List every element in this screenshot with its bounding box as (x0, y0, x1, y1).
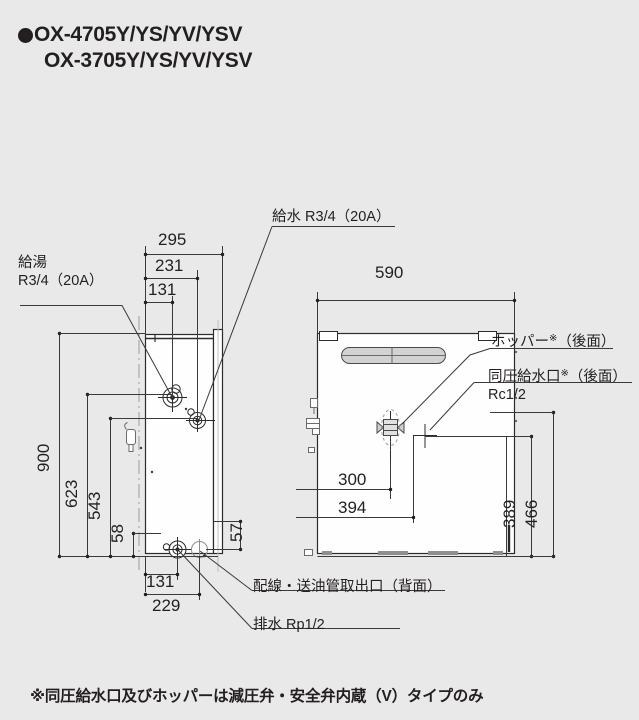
dim-side-466: 466 (522, 499, 541, 528)
label-hopper-mark: ※ (549, 333, 558, 344)
label-wiring-oil-pipe-outlet: 配線・送油管取出口（背面） (253, 579, 442, 595)
dim-front-295: 295 (158, 230, 187, 249)
front-control-icon (124, 422, 143, 452)
dim-side-300: 300 (338, 470, 367, 489)
model-number-primary: OX-4705Y/YS/YV/YSV (34, 23, 243, 46)
front-view-leaders (20, 226, 445, 629)
front-view-dimensions (57, 246, 243, 600)
hopper-inlet-valve (376, 409, 405, 460)
label-drain: 排水 Rp1/2 (253, 617, 325, 633)
footnote: ※同圧給水口及びホッパーは減圧弁・安全弁内蔵（V）タイプのみ (30, 688, 484, 705)
label-hot-water-outlet-line1: 給湯 (18, 255, 47, 271)
model-line-1: OX-4705Y/YS/YV/YSV (18, 22, 438, 48)
label-hopper-suffix: （後面） (557, 334, 616, 350)
model-line-2: OX-3705Y/YS/YV/YSV (18, 48, 438, 74)
dim-front-bottom-131: 131 (146, 572, 175, 591)
dim-front-58: 58 (108, 524, 127, 543)
dim-side-590: 590 (375, 263, 404, 282)
title-block: OX-4705Y/YS/YV/YSV OX-3705Y/YS/YV/YSV (18, 22, 438, 74)
label-hopper: ホッパー※（後面） (491, 330, 615, 351)
side-view-dimensions (296, 292, 556, 559)
label-hot-water-outlet-line2: R3/4（20A） (18, 273, 104, 289)
label-equal-pressure-inlet-spec: Rc1/2 (488, 387, 526, 403)
dim-front-900: 900 (34, 443, 53, 472)
dim-front-231: 231 (155, 256, 184, 275)
side-view-geometry (304, 331, 518, 556)
label-hot-water-outlet: 給湯 R3/4（20A） (18, 254, 103, 290)
side-feet (322, 551, 503, 555)
label-equal-pressure-inlet-mark: ※ (560, 368, 569, 379)
dim-front-bottom-229: 229 (152, 596, 181, 615)
dim-side-394: 394 (338, 498, 367, 517)
model-number-secondary: OX-3705Y/YS/YV/YSV (44, 49, 253, 72)
dim-front-131: 131 (148, 280, 177, 299)
label-hopper-text: ホッパー (491, 334, 549, 350)
label-water-inlet: 給水 R3/4（20A） (272, 209, 391, 225)
bullet-dot-icon (18, 28, 33, 43)
label-equal-pressure-inlet: 同圧給水口※（後面） Rc1/2 (488, 365, 627, 404)
side-fittings (306, 398, 320, 435)
dim-front-543: 543 (85, 491, 104, 520)
label-equal-pressure-inlet-line1: 同圧給水口※（後面） (488, 365, 627, 386)
label-equal-pressure-inlet-suffix: （後面） (568, 369, 627, 385)
vent-louver (341, 347, 446, 364)
label-equal-pressure-inlet-text: 同圧給水口 (488, 369, 561, 385)
dim-front-57: 57 (227, 523, 246, 542)
side-view-leaders (401, 348, 632, 431)
dim-front-623: 623 (62, 479, 81, 508)
dim-side-389: 389 (500, 499, 519, 528)
